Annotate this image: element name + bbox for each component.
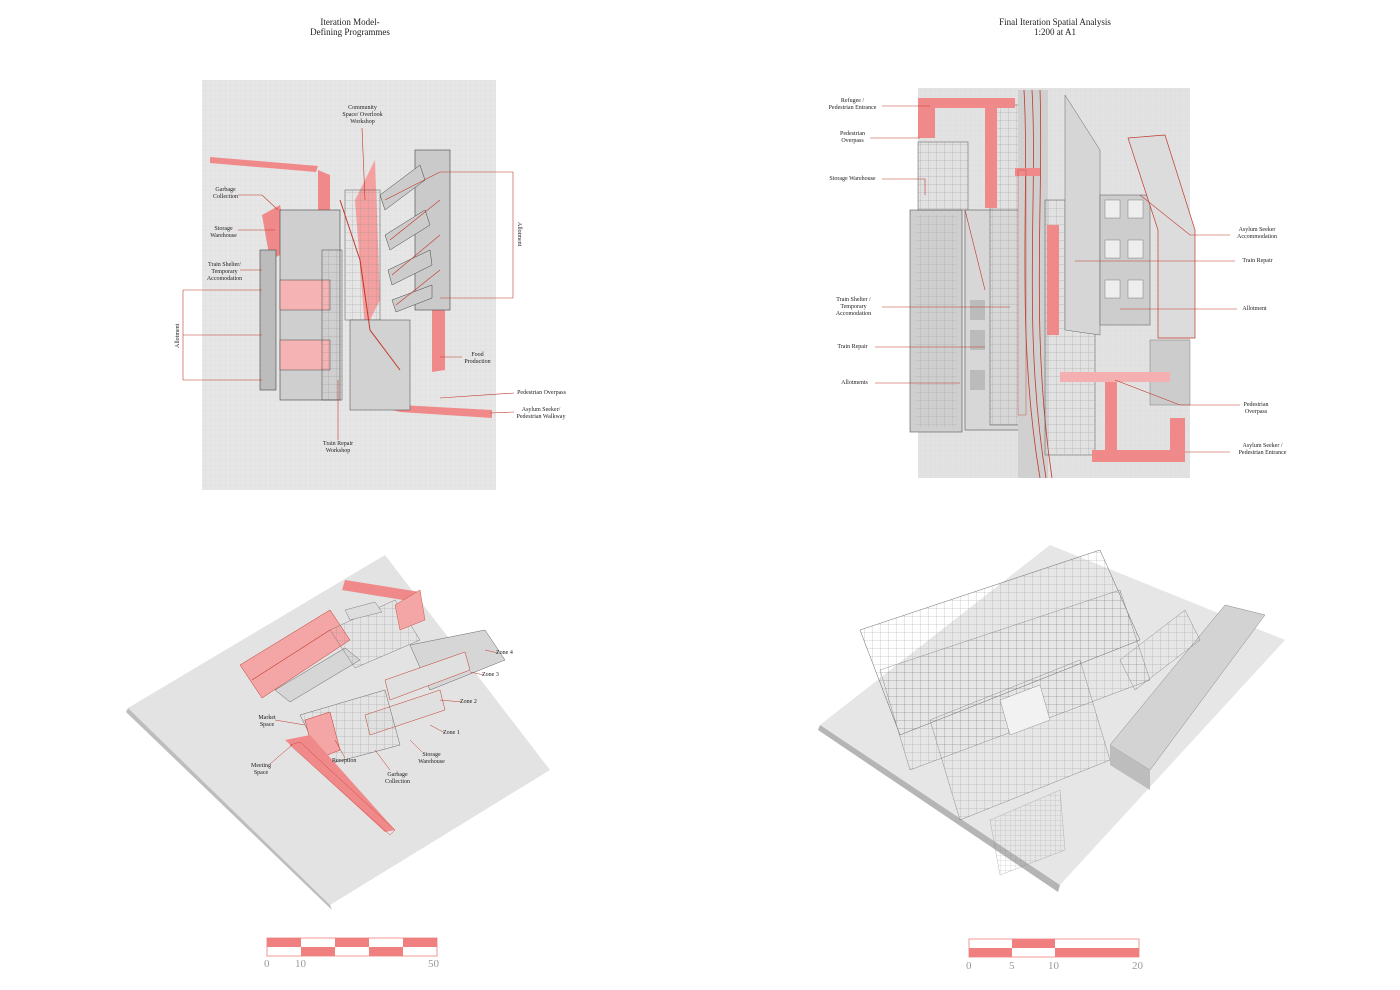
scale-bar-left [266,937,438,957]
leader-lines-top-right [870,105,1240,453]
scale-bar-right [968,938,1140,958]
label-line: Space/ Overlook [342,112,383,118]
title-line: Iteration Model- [320,17,380,27]
iteration-model-axo [126,555,550,910]
label-garbage-collection: Garbage Collection [380,772,415,786]
title-line: Defining Programmes [310,27,390,37]
label-line: Warehouse [210,233,237,239]
label-line: Meeting [251,763,271,769]
label-refugee-entrance: Refugee / Pedestrian Entrance [820,98,885,112]
label-allotment-right: Allotment [1242,306,1267,312]
label-line: Train Shelter/ [208,262,241,268]
label-zone-1: Zone 1 [443,730,460,736]
label-line: Accomodation [206,276,243,282]
label-reception: Reception [332,758,357,764]
scale-right-tick-0: 0 [966,960,972,972]
label-line: Production [464,359,491,365]
label-pedestrian-overpass-top: Pedestrian Overpass [830,131,875,145]
label-allotment-left: Allotment [175,323,181,348]
label-food-production: Food Production [460,352,495,366]
scale-left-tick-0: 0 [264,958,270,970]
label-line: Workshop [325,448,351,454]
label-train-shelter: Train Shelter / Temporary Accomodation [826,297,881,318]
label-allotments: Allotments [841,380,868,386]
label-line: Asylum Seeker / [1242,443,1283,449]
label-line: Train Repair [322,441,354,447]
scale-left-tick-50: 50 [428,958,439,970]
label-line: Temporary [211,269,238,275]
scale-right-tick-10: 10 [1048,960,1059,972]
label-line: Pedestrian Entrance [1238,450,1287,456]
label-line: Collection [385,779,410,785]
label-storage-warehouse: Storage Warehouse [414,752,449,766]
label-line: Storage [422,752,441,758]
label-zone-2: Zone 2 [460,699,477,705]
label-community-space: Community Space/ Overlook Workshop [335,105,390,126]
title-line: 1:200 at A1 [1034,27,1076,37]
label-zone-3: Zone 3 [482,672,499,678]
label-garbage-collection: Garbage Collection [208,187,243,201]
leader-lines-top-left [182,127,515,440]
label-train-repair-left: Train Repair [837,344,868,350]
label-line: Asylum Seeker/ [521,407,561,413]
label-pedestrian-overpass-bottom: Pedestrian Overpass [1236,402,1276,416]
label-line: Pedestrian [1243,402,1269,408]
label-pedestrian-overpass: Pedestrian Overpass [517,390,566,396]
label-line: Accomodation [835,311,872,317]
title-iteration-model: Iteration Model- Defining Programmes [290,17,410,37]
label-asylum-entrance: Asylum Seeker / Pedestrian Entrance [1230,443,1295,457]
final-iteration-plan [909,88,1196,479]
label-storage-warehouse: Storage Warehouse [829,176,876,182]
label-line: Market [258,715,276,721]
label-line: Overpass [1244,409,1268,415]
label-asylum-walkway: Asylum Seeker/ Pedestrian Walkway [512,407,570,421]
label-zone-4: Zone 4 [496,650,513,656]
title-final-iteration: Final Iteration Spatial Analysis 1:200 a… [970,17,1140,37]
label-line: Space [253,770,269,776]
label-line: Pedestrian Entrance [828,105,877,111]
label-line: Garbage [215,187,236,193]
label-line: Community [348,105,377,111]
label-line: Collection [213,194,238,200]
label-line: Train Shelter / [836,297,871,303]
label-storage-warehouse: Storage Warehouse [206,226,241,240]
iteration-model-plan [202,80,496,490]
label-line: Overpass [841,138,864,144]
label-line: Pedestrian [840,131,865,137]
label-line: Accommodation [1237,234,1277,240]
scale-left-tick-10: 10 [295,958,306,970]
label-train-shelter: Train Shelter/ Temporary Accomodation [202,262,247,283]
label-line: Food [471,352,484,358]
scale-right-tick-20: 20 [1132,960,1143,972]
label-line: Garbage [387,772,408,778]
label-asylum-accommodation: Asylum Seeker Accommodation [1228,227,1286,241]
label-line: Temporary [840,304,867,310]
label-line: Warehouse [418,759,445,765]
label-train-repair-workshop: Train Repair Workshop [318,441,358,455]
leader-lines-bottom-left [269,649,499,771]
label-line: Space [259,722,275,728]
label-train-repair-right: Train Repair [1242,258,1273,264]
label-meeting-space: Meeting Space [246,763,276,777]
label-line: Pedestrian Walkway [516,414,566,420]
title-line: Final Iteration Spatial Analysis [999,17,1111,27]
final-model-axo [818,545,1285,892]
label-line: Refugee / [840,98,865,104]
label-line: Storage [214,226,233,232]
label-allotment-right: Allotment [516,222,522,247]
label-line: Workshop [350,119,375,125]
scale-right-tick-5: 5 [1009,960,1015,972]
label-line: Asylum Seeker [1238,227,1276,233]
label-market-space: Market Space [252,715,282,729]
